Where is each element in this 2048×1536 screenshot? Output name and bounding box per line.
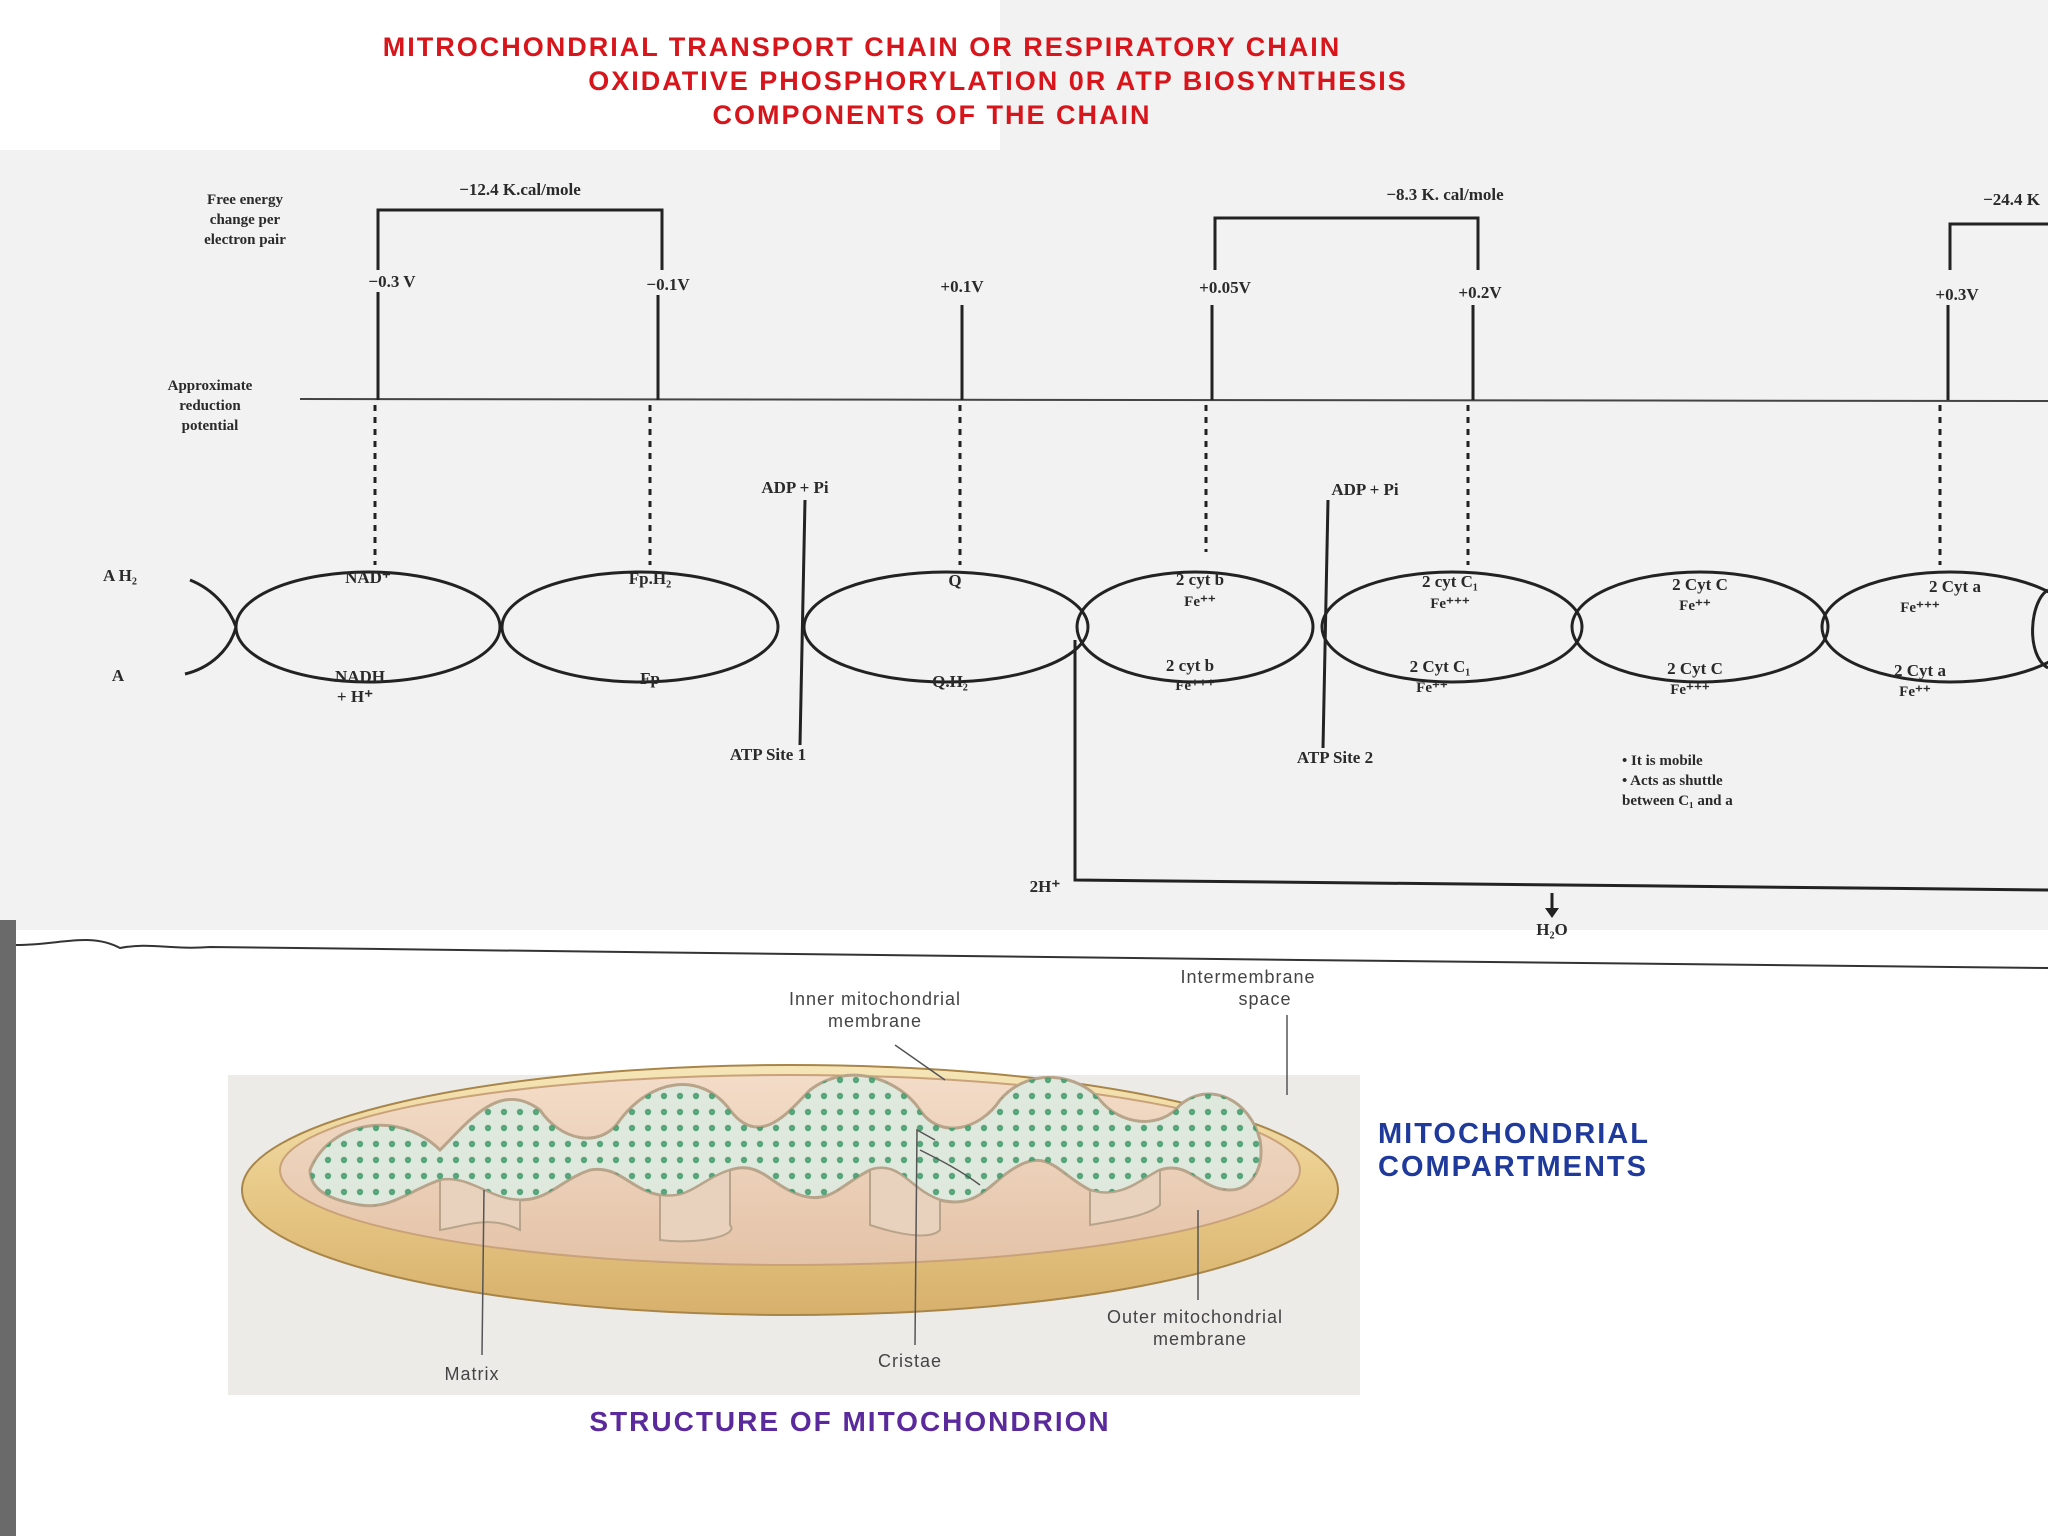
title-line-2: OXIDATIVE PHOSPHORYLATION 0R ATP BIOSYNT… bbox=[588, 66, 1408, 96]
svg-text:Fe⁺⁺: Fe⁺⁺ bbox=[1416, 680, 1448, 696]
svg-text:• It is mobile: • It is mobile bbox=[1622, 753, 1703, 769]
carrier-a: A bbox=[112, 666, 125, 685]
cristae-walls bbox=[439, 1167, 1161, 1243]
carrier-fp: Fp bbox=[640, 669, 660, 688]
title-line-3: COMPONENTS OF THE CHAIN bbox=[712, 100, 1151, 130]
svg-text:+0.2V: +0.2V bbox=[1458, 283, 1502, 302]
svg-text:Fe⁺⁺⁺: Fe⁺⁺⁺ bbox=[1175, 678, 1215, 694]
potential-values: −0.3 V −0.1V +0.1V +0.05V +0.2V +0.3V bbox=[368, 272, 1979, 304]
carrier-cyta-top: 2 Cyt a bbox=[1929, 577, 1981, 596]
leader-lines bbox=[481, 1015, 1288, 1356]
svg-text:Approximate: Approximate bbox=[168, 378, 253, 394]
svg-text:Intermembrane: Intermembrane bbox=[1180, 967, 1315, 987]
carrier-ah2: A H₂ bbox=[103, 566, 137, 585]
proton-label: 2H⁺ bbox=[1030, 877, 1061, 896]
carrier-cytc-top: 2 Cyt C bbox=[1672, 575, 1728, 594]
compartments-panel bbox=[1360, 1070, 2008, 1280]
torn-edge-line bbox=[15, 939, 2048, 969]
water-label: H₂O bbox=[1536, 920, 1568, 939]
svg-text:Fe⁺⁺: Fe⁺⁺ bbox=[1184, 594, 1216, 610]
nadh-hplus: + H⁺ bbox=[337, 687, 373, 706]
structure-caption: STRUCTURE OF MITOCHONDRION bbox=[589, 1406, 1110, 1437]
atp-site-2: ATP Site 2 bbox=[1297, 748, 1373, 767]
atp-line-1 bbox=[798, 499, 807, 746]
svg-text:Fe⁺⁺: Fe⁺⁺ bbox=[1899, 684, 1931, 700]
mitochondrion-illustration bbox=[241, 1064, 1339, 1316]
top-row-ions: Fe⁺⁺ Fe⁺⁺⁺ Fe⁺⁺ Fe⁺⁺⁺ bbox=[1184, 594, 1940, 616]
carrier-fph2: Fp.H₂ bbox=[629, 569, 671, 588]
reduction-potential-label: Approximate reduction potential bbox=[168, 378, 253, 434]
cytc-notes: • It is mobile • Acts as shuttle between… bbox=[1622, 753, 1733, 809]
chain-background bbox=[0, 0, 2048, 930]
energy-brackets bbox=[376, 208, 2048, 270]
carrier-cytc1-bottom: 2 Cyt C₁ bbox=[1410, 657, 1471, 676]
svg-text:membrane: membrane bbox=[1153, 1329, 1247, 1349]
adp-label-1: ADP + Pi bbox=[761, 478, 829, 497]
svg-text:+0.1V: +0.1V bbox=[940, 277, 984, 296]
carrier-cytb-top: 2 cyt b bbox=[1176, 570, 1224, 589]
potential-dashed-lines bbox=[373, 405, 1942, 565]
carrier-cytb-bottom: 2 cyt b bbox=[1166, 656, 1214, 675]
svg-text:electron pair: electron pair bbox=[204, 232, 286, 248]
svg-text:+0.05V: +0.05V bbox=[1199, 278, 1251, 297]
carrier-cytc-bottom: 2 Cyt C bbox=[1667, 659, 1723, 678]
bottom-row-carriers: A NADH Fp Q.H₂ 2 cyt b 2 Cyt C₁ 2 Cyt C … bbox=[112, 656, 1947, 691]
matrix-granules bbox=[310, 1075, 1261, 1206]
carrier-nadh: NADH bbox=[335, 667, 385, 686]
svg-text:membrane: membrane bbox=[828, 1011, 922, 1031]
label-outer-membrane: Outer mitochondrial membrane bbox=[1107, 1307, 1283, 1349]
svg-text:Inner mitochondrial: Inner mitochondrial bbox=[789, 989, 961, 1009]
label-inner-membrane: Inner mitochondrial membrane bbox=[789, 989, 961, 1031]
left-edge-strip bbox=[0, 920, 16, 1536]
title-background bbox=[0, 0, 1000, 150]
svg-text:change per: change per bbox=[210, 212, 281, 228]
svg-text:reduction: reduction bbox=[179, 398, 241, 414]
svg-text:+0.3V: +0.3V bbox=[1935, 285, 1979, 304]
bottom-row-ions: Fe⁺⁺⁺ Fe⁺⁺ Fe⁺⁺⁺ Fe⁺⁺ bbox=[1175, 678, 1931, 700]
svg-text:−0.3 V: −0.3 V bbox=[368, 272, 416, 291]
redox-loops bbox=[184, 570, 2048, 684]
compartments-title-line-2: COMPARTMENTS bbox=[1378, 1151, 1648, 1183]
energy-change-2: −8.3 K. cal/mole bbox=[1386, 185, 1504, 204]
svg-text:• Acts as shuttle: • Acts as shuttle bbox=[1622, 773, 1723, 789]
svg-text:Fe⁺⁺: Fe⁺⁺ bbox=[1679, 598, 1711, 614]
potential-baseline bbox=[299, 398, 2048, 402]
energy-change-3: −24.4 K bbox=[1983, 190, 2041, 209]
title-line-1: MITROCHONDRIAL TRANSPORT CHAIN OR RESPIR… bbox=[383, 32, 1342, 62]
svg-text:potential: potential bbox=[182, 418, 239, 434]
proton-path bbox=[1073, 640, 2048, 892]
carrier-cytc1-top: 2 cyt C₁ bbox=[1422, 572, 1478, 591]
atp-site-1: ATP Site 1 bbox=[730, 745, 806, 764]
svg-text:Free energy: Free energy bbox=[207, 192, 283, 208]
label-matrix: Matrix bbox=[445, 1364, 500, 1384]
svg-text:Fe⁺⁺⁺: Fe⁺⁺⁺ bbox=[1900, 600, 1940, 616]
carrier-nad: NAD⁺ bbox=[345, 568, 391, 587]
svg-text:between C₁ and a: between C₁ and a bbox=[1622, 793, 1733, 809]
label-cristae: Cristae bbox=[878, 1351, 942, 1371]
atp-line-2 bbox=[1321, 499, 1330, 749]
carrier-qh2: Q.H₂ bbox=[932, 672, 968, 691]
adp-label-2: ADP + Pi bbox=[1331, 480, 1399, 499]
energy-change-1: −12.4 K.cal/mole bbox=[459, 180, 581, 199]
svg-text:Fe⁺⁺⁺: Fe⁺⁺⁺ bbox=[1430, 596, 1470, 612]
free-energy-label: Free energy change per electron pair bbox=[204, 192, 286, 248]
carrier-cyta-bottom: 2 Cyt a bbox=[1894, 661, 1946, 680]
carrier-q: Q bbox=[948, 571, 961, 590]
svg-text:−0.1V: −0.1V bbox=[646, 275, 690, 294]
svg-text:Fe⁺⁺⁺: Fe⁺⁺⁺ bbox=[1670, 682, 1710, 698]
label-intermembrane-space: Intermembrane space bbox=[1180, 967, 1315, 1009]
top-row-carriers: A H₂ NAD⁺ Fp.H₂ Q 2 cyt b 2 cyt C₁ 2 Cyt… bbox=[103, 566, 1981, 596]
svg-text:Outer mitochondrial: Outer mitochondrial bbox=[1107, 1307, 1283, 1327]
compartments-title-line-1: MITOCHONDRIAL bbox=[1378, 1118, 1650, 1150]
water-arrowhead bbox=[1545, 908, 1559, 918]
potential-solid-lines bbox=[376, 292, 1950, 400]
svg-text:space: space bbox=[1238, 989, 1291, 1009]
